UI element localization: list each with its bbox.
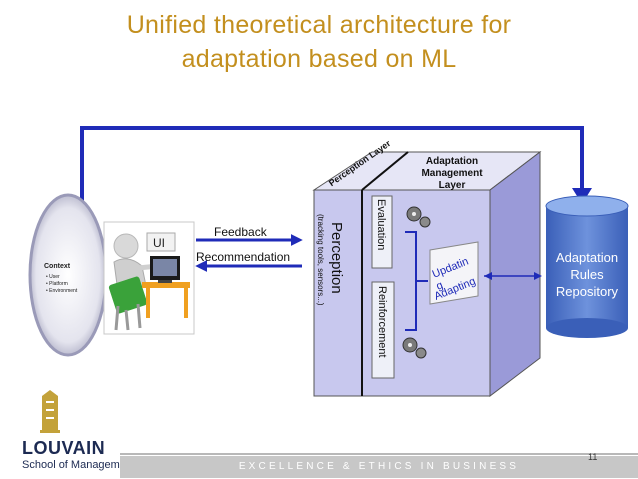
footer-motto: EXCELLENCE & ETHICS IN BUSINESS [120, 456, 638, 478]
feedback-arrow: Feedback [196, 225, 303, 246]
repository-label-line: Repository [556, 284, 619, 299]
adaptation-layer-label-line: Layer [439, 180, 466, 191]
ui-box: UI [103, 221, 195, 335]
context-item: • User [46, 274, 60, 280]
title-line-1: Unified theoretical architecture for [126, 11, 512, 39]
title-line-2: adaptation based on ML [181, 45, 457, 73]
footer-divider [120, 453, 638, 455]
gears-icon [402, 337, 427, 359]
repository-label-line: Rules [570, 267, 604, 282]
logo-subtitle: School of Management [22, 459, 136, 471]
recommendation-arrow: Recommendation [195, 250, 302, 272]
perception-subtitle: (tracking tools, sensors...) [316, 214, 325, 306]
updating-label-tail: g [435, 279, 445, 292]
adaptation-layer-label-line: Management [421, 168, 483, 179]
context-item: • Environment [46, 288, 78, 294]
context-ellipse: Context • User • Platform • Environment [28, 193, 108, 357]
adaptation-management-cube: Perception Layer Adaptation Management L… [312, 138, 542, 398]
feedback-label: Feedback [214, 225, 268, 239]
gears-icon [406, 206, 431, 228]
reinforcement-label: Reinforcement [376, 286, 388, 358]
user-at-computer-icon [108, 233, 190, 331]
slide-title: Unified theoretical architecture for ada… [0, 8, 638, 76]
perception-label: Perception [328, 222, 345, 294]
logo-name: LOUVAIN [22, 438, 106, 458]
ui-label: UI [153, 236, 165, 250]
evaluation-label: Evaluation [375, 199, 387, 250]
context-title: Context [44, 263, 71, 270]
adaptation-rules-repository: Adaptation Rules Repository [545, 195, 629, 338]
louvain-logo-icon [40, 390, 60, 433]
repository-connector [484, 272, 542, 280]
context-item: • Platform [46, 281, 68, 287]
page-number: 11 [588, 452, 598, 462]
recommendation-label: Recommendation [196, 250, 290, 264]
adaptation-layer-label-line: Adaptation [426, 156, 478, 167]
repository-label-line: Adaptation [556, 250, 618, 265]
